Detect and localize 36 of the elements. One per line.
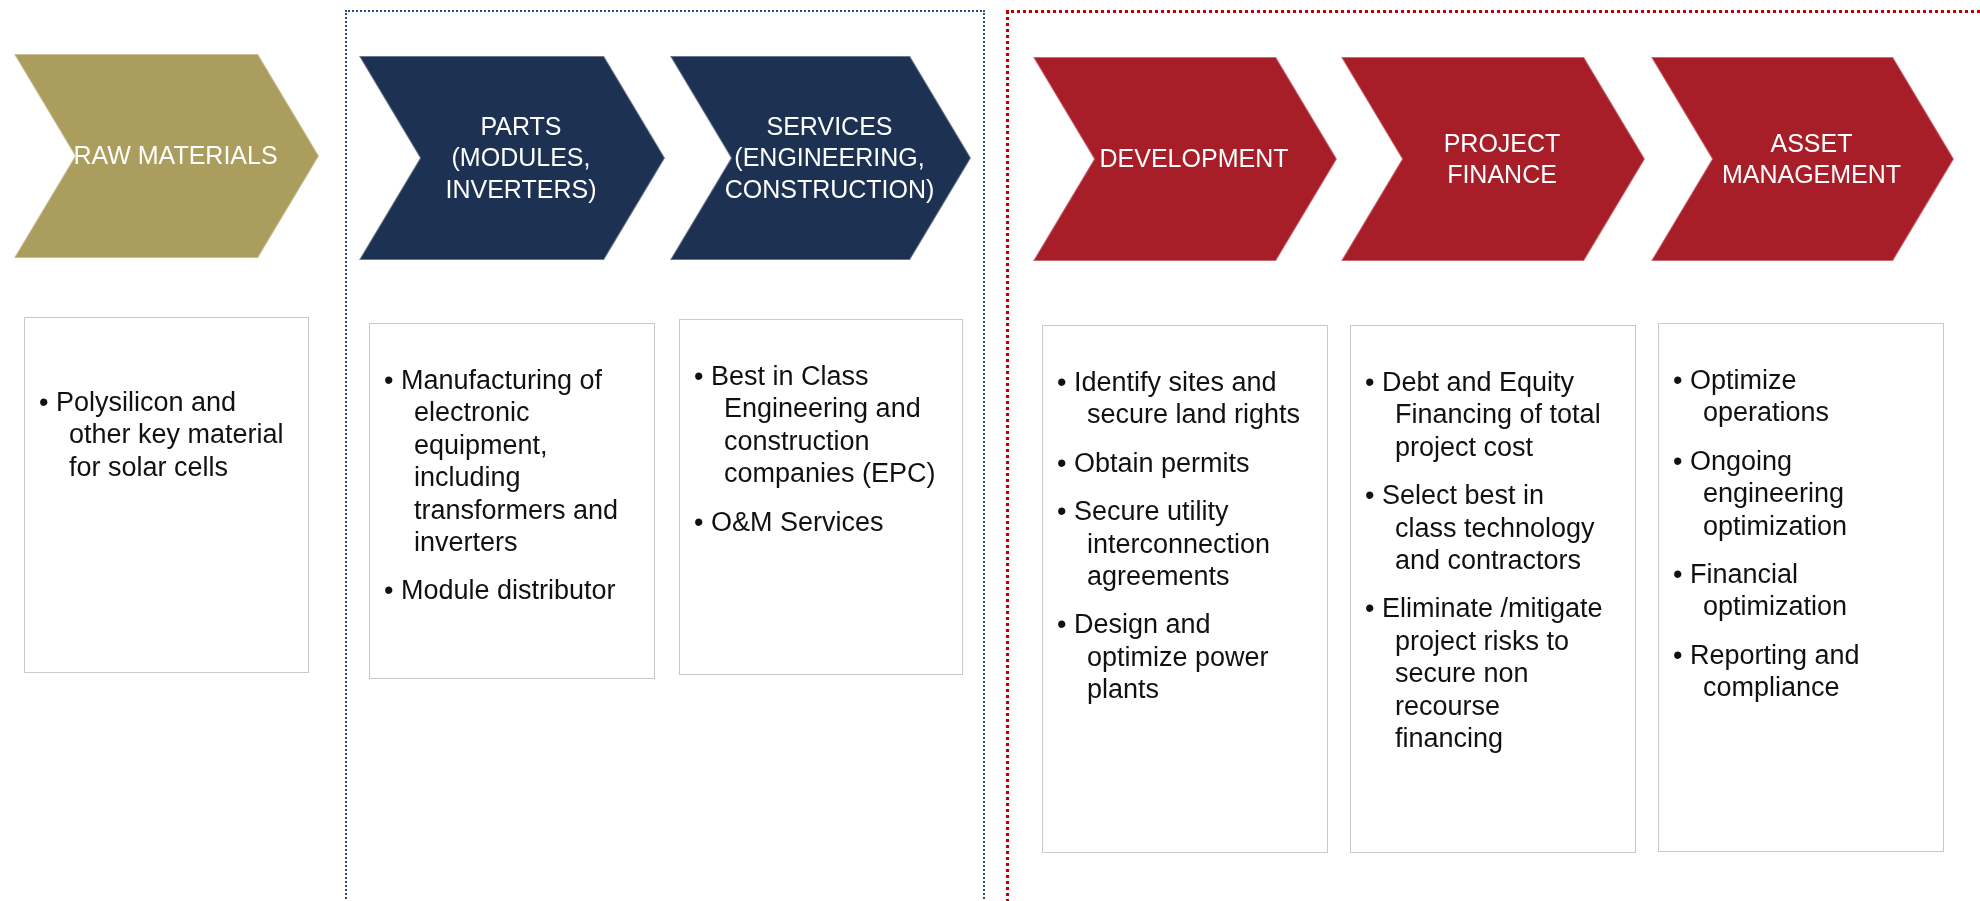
stage-title: SERVICES (ENGINEERING, CONSTRUCTION) <box>724 111 935 205</box>
description-box <box>1350 325 1636 853</box>
stage-title: ASSET MANAGEMENT <box>1720 127 1903 190</box>
stage-title: RAW MATERIALS <box>73 140 278 172</box>
bullet-item: • Select best in class technology and contractors <box>1365 479 1596 577</box>
description-box <box>1042 325 1328 853</box>
bullet-item: • Optimize operations <box>1673 364 1831 429</box>
bullet-item: • Obtain permits <box>1057 446 1251 480</box>
chevron-shape <box>669 55 972 261</box>
stage-title: PROJECT FINANCE <box>1442 127 1562 190</box>
chevron-shape <box>1032 56 1338 262</box>
stage-title: PARTS (MODULES, INVERTERS) <box>444 111 598 205</box>
bullet-item: • Manufacturing of electronic equipment, including transformers and inverters <box>384 364 620 559</box>
bullet-item: • Identify sites and secure land rights <box>1057 366 1302 431</box>
bullet-item: • Best in Class Engineering and construction companies (EPC) <box>694 360 937 490</box>
bullet-item: • Module distributor <box>384 574 617 607</box>
chevron-shape <box>358 55 666 261</box>
description-box <box>24 317 309 673</box>
description-box <box>369 323 655 679</box>
group-frame <box>345 10 985 901</box>
bullet-item: • Secure utility interconnection agreements <box>1057 495 1272 593</box>
bullet-item: • Design and optimize power plants <box>1057 608 1270 706</box>
bullet-item: • Ongoing engineering optimization <box>1673 444 1849 542</box>
bullet-item: • Eliminate /mitigate project risks to secure non recourse financing <box>1365 592 1604 755</box>
bullet-item: • Reporting and compliance <box>1673 638 1861 704</box>
stage-title: DEVELOPMENT <box>1099 143 1289 175</box>
chevron-shape <box>13 53 320 259</box>
bullet-item: • Debt and Equity Financing of total project cost <box>1365 366 1602 464</box>
chevron-shape <box>1650 56 1955 262</box>
chevron-shape <box>1340 56 1646 262</box>
description-box <box>1658 323 1944 852</box>
bullet-item: • Financial optimization <box>1673 557 1849 623</box>
group-frame <box>1006 10 1980 901</box>
bullet-item: • Polysilicon and other key material for solar cells <box>39 386 285 484</box>
bullet-item: • O&M Services <box>694 505 885 538</box>
description-box <box>679 319 963 675</box>
